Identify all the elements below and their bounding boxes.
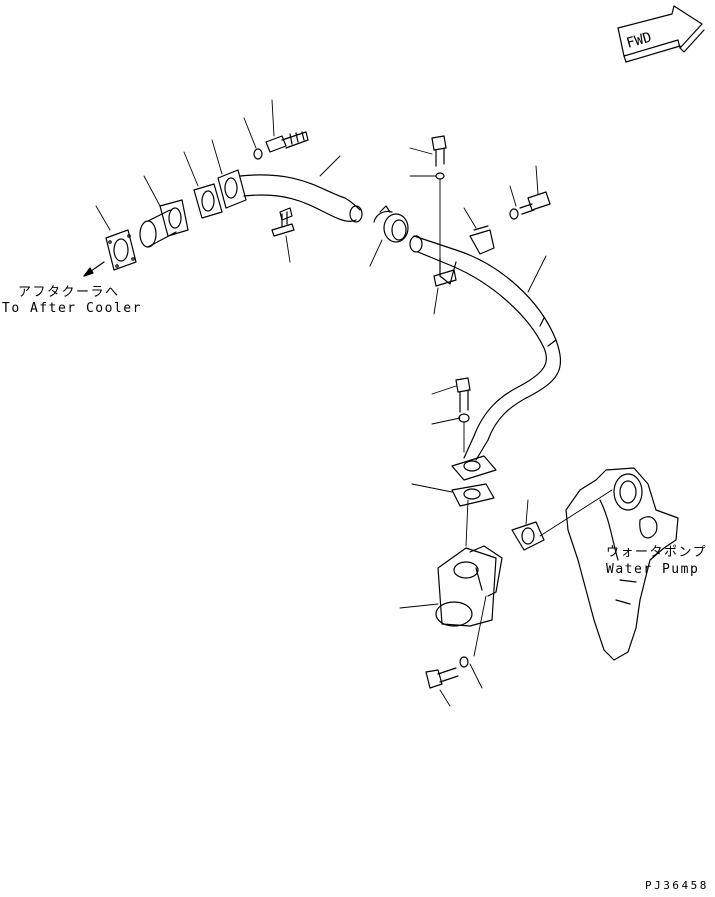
water-pump [565, 467, 679, 661]
elbow-connector [435, 545, 503, 627]
drawing-code: PJ36458 [645, 879, 709, 892]
gasket-water-pump [511, 521, 545, 551]
leader-lines [95, 99, 613, 707]
gasket-lower [451, 483, 495, 507]
main-water-pipe [409, 235, 561, 481]
after-cooler-label-en: To After Cooler [2, 301, 142, 316]
gasket-middle [193, 183, 223, 219]
water-pump-label-jp: ウォータポンプ [606, 545, 708, 560]
water-pump-label-en: Water Pump [606, 562, 700, 577]
bolt-upper-right [509, 191, 551, 220]
bracket-clip [469, 225, 495, 255]
hose-clamp [373, 205, 409, 243]
bolt-upper-left [253, 131, 309, 160]
bolt-lower-center [455, 377, 471, 423]
fwd-arrow-icon: FWD [617, 5, 705, 63]
bolt-top-center [431, 135, 447, 180]
connector-tube [139, 199, 189, 248]
upper-water-pipe [217, 169, 363, 237]
after-cooler-arrow-icon [83, 261, 105, 277]
gasket-left [105, 229, 137, 271]
after-cooler-label-jp: アフタクーラへ [18, 285, 120, 300]
bolt-bottom [425, 656, 469, 689]
fwd-text: FWD [625, 29, 654, 51]
